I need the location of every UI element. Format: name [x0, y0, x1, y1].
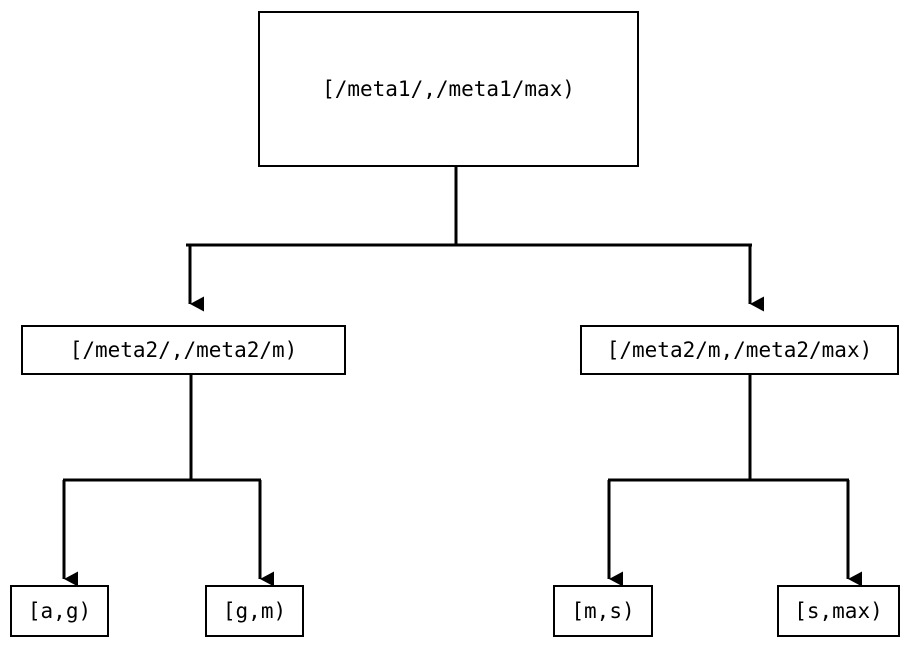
tree-node-root[interactable]: [/meta1/,/meta1/max): [258, 11, 639, 167]
tree-node-leaf-a-g[interactable]: [a,g): [10, 585, 109, 637]
tree-node-root-label: [/meta1/,/meta1/max): [322, 76, 575, 101]
tree-node-leaf-s-max-label: [s,max): [794, 598, 883, 623]
tree-node-mid-right-label: [/meta2/m,/meta2/max): [606, 337, 873, 362]
edge-mid-left-to-leaves: [62, 375, 274, 587]
edge-mid-right-to-leaves: [607, 375, 862, 587]
tree-node-leaf-m-s-label: [m,s): [571, 598, 635, 623]
tree-node-leaf-m-s[interactable]: [m,s): [553, 585, 653, 637]
tree-node-leaf-g-m-label: [g,m): [222, 598, 287, 623]
tree-node-leaf-a-g-label: [a,g): [27, 598, 92, 623]
tree-node-mid-left-label: [/meta2/,/meta2/m): [69, 337, 298, 362]
tree-node-mid-left[interactable]: [/meta2/,/meta2/m): [21, 325, 346, 375]
tree-node-leaf-s-max[interactable]: [s,max): [777, 585, 900, 637]
tree-node-mid-right[interactable]: [/meta2/m,/meta2/max): [580, 325, 899, 375]
tree-node-leaf-g-m[interactable]: [g,m): [205, 585, 304, 637]
edge-root-to-mid: [186, 167, 764, 312]
